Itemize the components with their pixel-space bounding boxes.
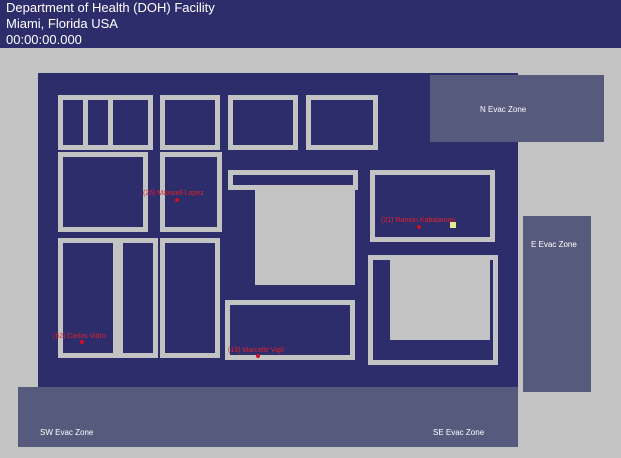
room [58, 238, 118, 358]
e-evac-zone: E Evac Zone [523, 216, 591, 392]
room [160, 95, 220, 150]
room [160, 238, 220, 358]
atrium [255, 190, 355, 285]
person-label: (62) Carlos Vidro [53, 333, 106, 340]
room [160, 152, 222, 232]
south-evac-zone: SW Evac Zone SE Evac Zone [18, 387, 518, 447]
n-evac-zone: N Evac Zone [430, 75, 604, 142]
zone-label: N Evac Zone [480, 105, 527, 114]
room [83, 95, 113, 150]
sw-zone-label: SW Evac Zone [40, 428, 94, 437]
room [370, 170, 495, 242]
room [368, 255, 498, 365]
facility-location: Miami, Florida USA [6, 16, 118, 31]
person-label: (13) Marcelle Vigil [228, 347, 284, 354]
person-marker[interactable] [175, 198, 179, 202]
person-marker[interactable] [417, 225, 421, 229]
header: Department of Health (DOH) Facility Miam… [0, 0, 621, 48]
exit-marker [450, 222, 456, 228]
simulation-timer: 00:00:00.000 [6, 32, 82, 47]
se-zone-label: SE Evac Zone [433, 428, 485, 437]
room [225, 300, 355, 360]
room [58, 152, 148, 232]
room [118, 238, 158, 358]
room [228, 170, 358, 190]
courtyard [390, 260, 490, 340]
person-marker[interactable] [256, 354, 260, 358]
room [228, 95, 298, 150]
person-label: (21) Ramon Kabalaman [381, 217, 456, 224]
room [306, 95, 378, 150]
zone-label: E Evac Zone [531, 240, 577, 249]
person-label: (26) Maxwell Lopez [143, 190, 204, 197]
person-marker[interactable] [80, 340, 84, 344]
facility-title: Department of Health (DOH) Facility [6, 0, 215, 15]
